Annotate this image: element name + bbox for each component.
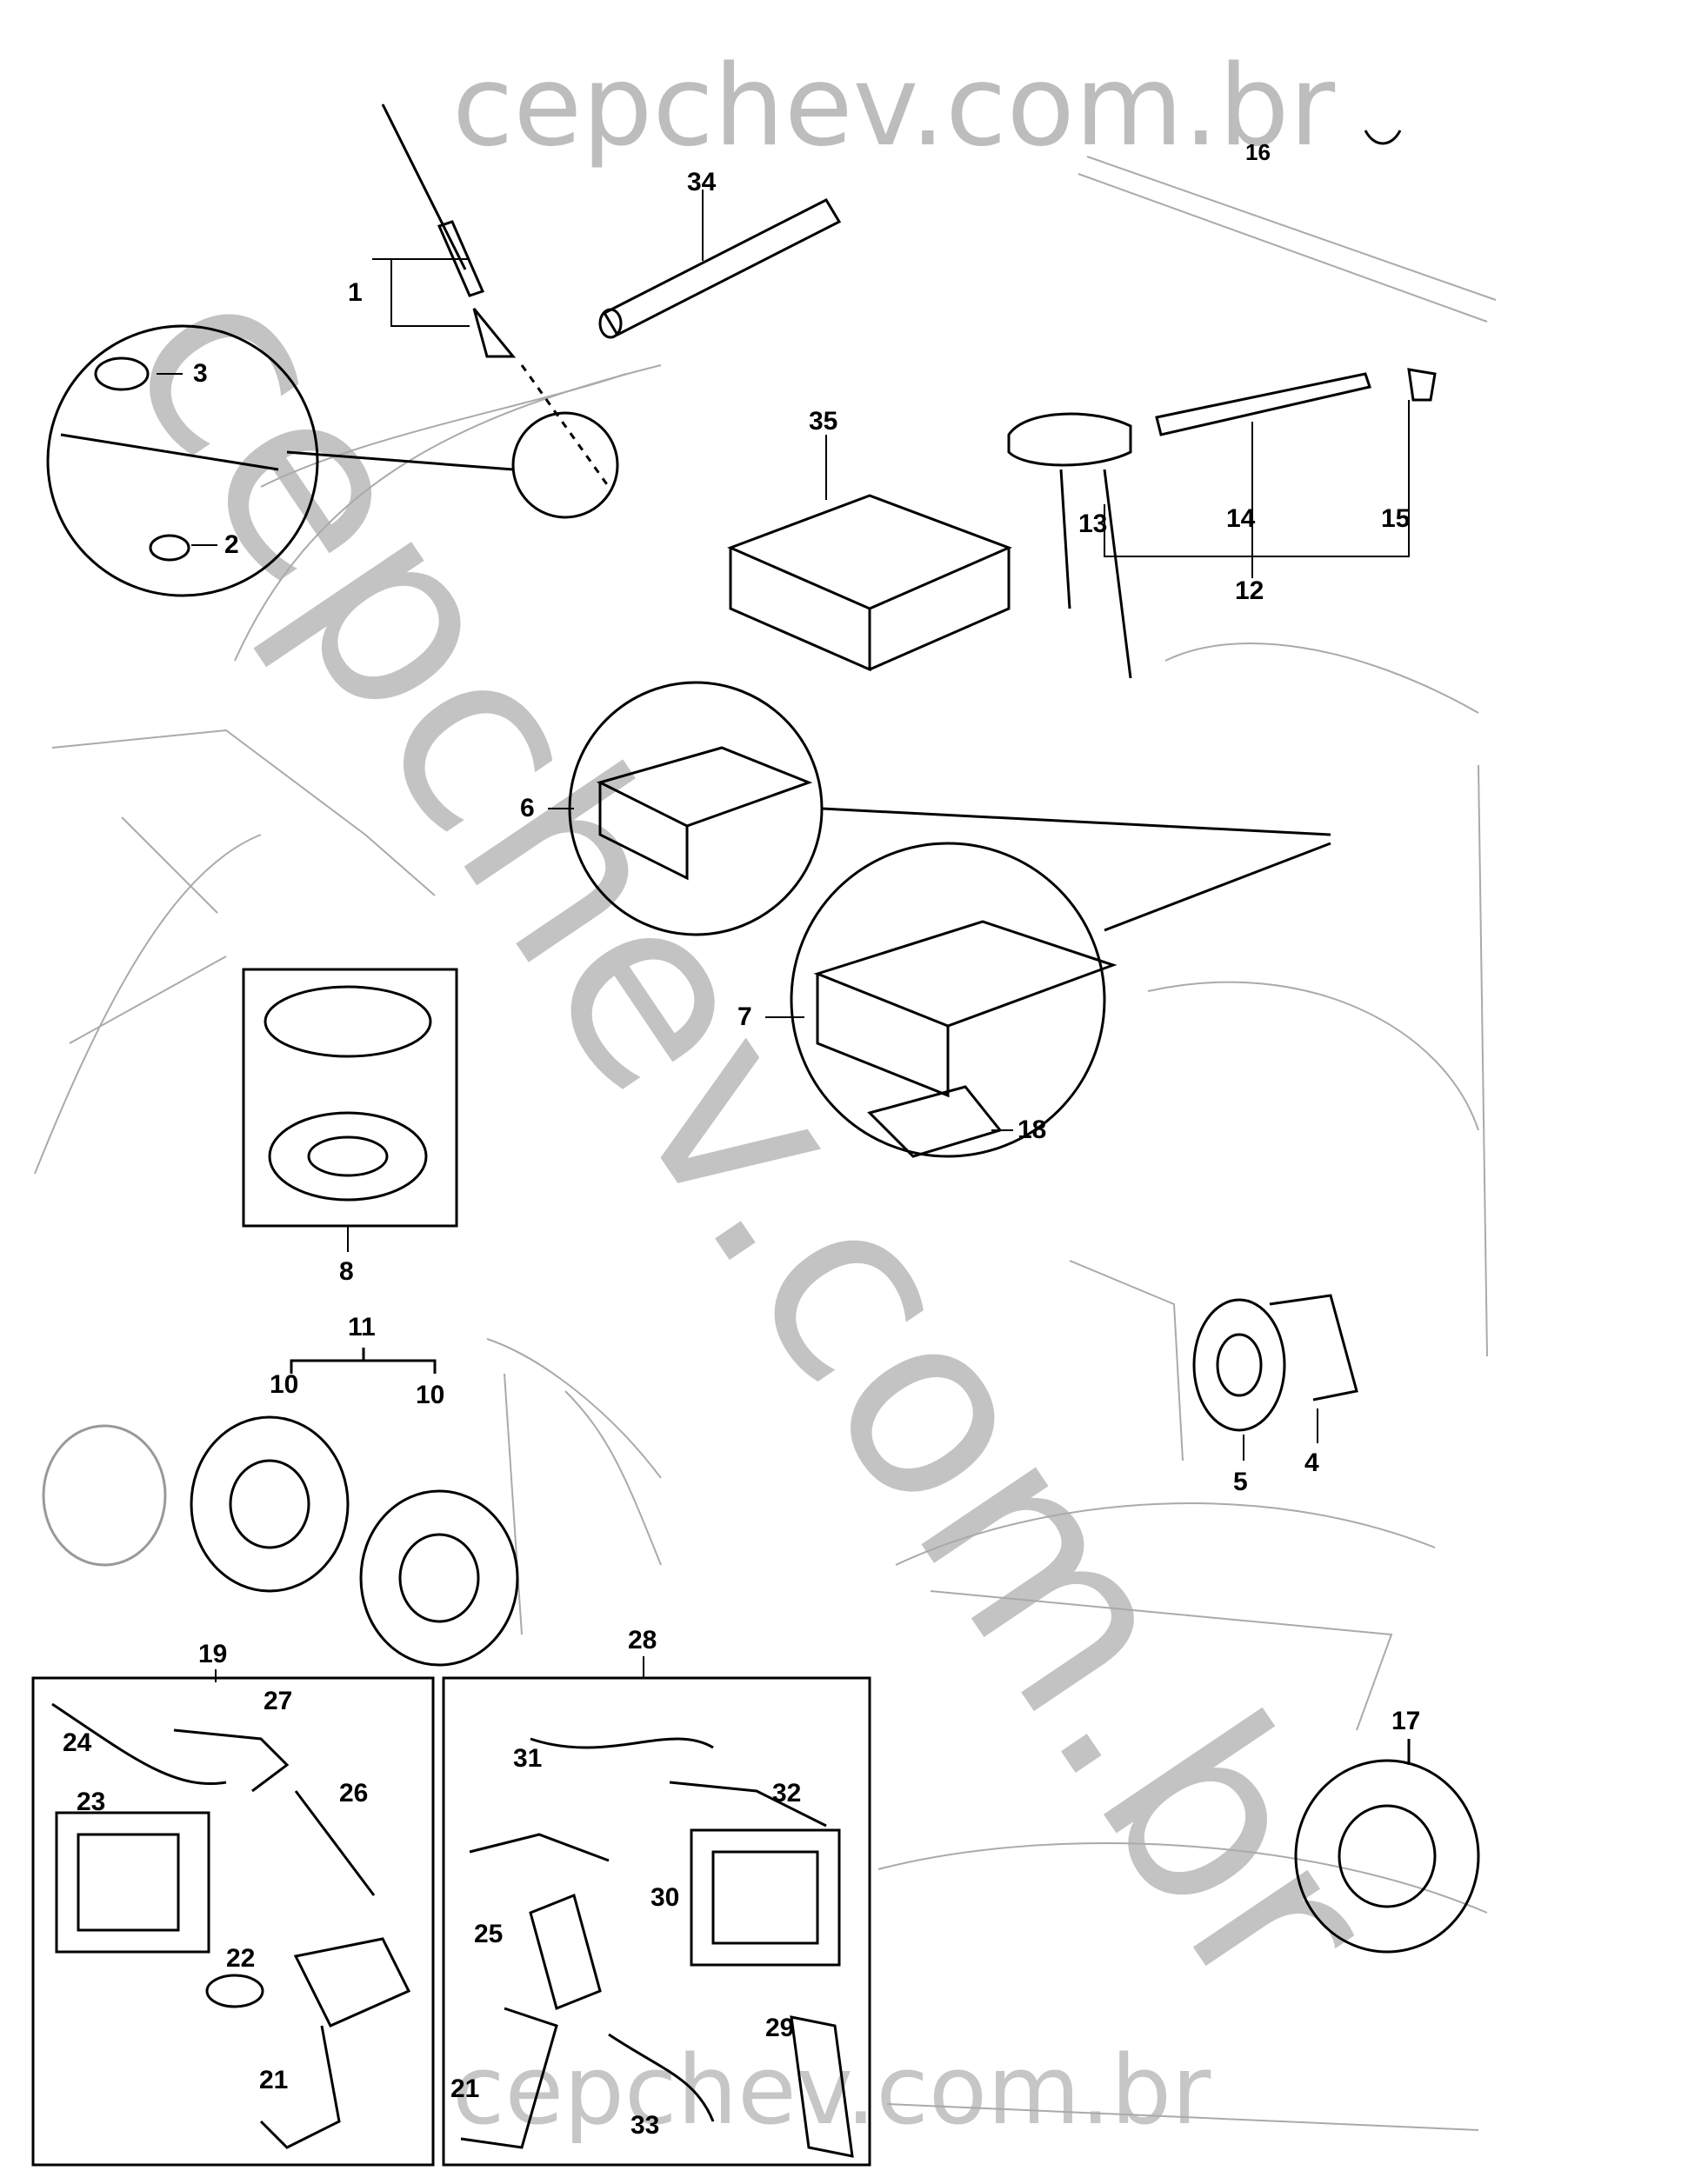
antenna-detail-circle — [46, 324, 619, 597]
watermark-bottom: cepchev.com.br — [452, 2034, 1211, 2146]
callout-28: 28 — [628, 1626, 657, 1655]
callout-18: 18 — [1017, 1115, 1047, 1144]
callout-6: 6 — [520, 794, 535, 822]
callout-22: 22 — [226, 1944, 256, 1973]
door-speaker — [1192, 1294, 1358, 1432]
speaker-pair — [42, 1348, 519, 1667]
speaker-detail-box — [242, 968, 458, 1228]
callout-31: 31 — [513, 1744, 543, 1773]
callout-17: 17 — [1391, 1707, 1421, 1735]
car-body-sketch-top — [234, 156, 1497, 1357]
callout-32: 32 — [772, 1779, 802, 1808]
callout-23: 23 — [77, 1788, 106, 1816]
callout-25: 25 — [474, 1920, 504, 1948]
callout-7: 7 — [737, 1002, 752, 1031]
callout-21-left: 21 — [259, 2066, 289, 2094]
car-body-sketch-mid — [486, 1338, 662, 1635]
callout-8: 8 — [339, 1257, 354, 1286]
callout-19: 19 — [198, 1640, 228, 1668]
radio-mounting-cage — [727, 494, 1012, 672]
callout-35: 35 — [809, 407, 838, 436]
callout-10-left: 10 — [270, 1370, 299, 1399]
callout-12: 12 — [1235, 576, 1264, 605]
callout-16: 16 — [1245, 139, 1271, 165]
antenna-tube — [598, 198, 842, 339]
callout-34: 34 — [687, 168, 717, 196]
callout-4: 4 — [1304, 1448, 1319, 1477]
callout-26: 26 — [339, 1779, 369, 1808]
car-body-sketch-right — [877, 981, 1488, 2131]
callout-13: 13 — [1078, 509, 1108, 538]
roof-antenna-assembly — [1007, 130, 1437, 679]
callout-1: 1 — [348, 278, 363, 307]
callout-14: 14 — [1226, 504, 1256, 533]
callout-10-right: 10 — [416, 1381, 445, 1409]
callout-30: 30 — [651, 1883, 680, 1912]
callout-5: 5 — [1233, 1468, 1248, 1496]
callout-2: 2 — [224, 530, 239, 559]
callout-24: 24 — [63, 1728, 92, 1757]
callout-21-right: 21 — [450, 2074, 480, 2103]
leader-lines — [157, 190, 1410, 1682]
callout-29: 29 — [765, 2014, 795, 2042]
callout-3: 3 — [193, 359, 208, 388]
navigation-kit-box-19 — [31, 1676, 435, 2167]
callout-27: 27 — [264, 1687, 293, 1715]
navigation-kit-box-28 — [442, 1676, 871, 2167]
callout-11: 11 — [348, 1313, 376, 1342]
callout-15: 15 — [1381, 504, 1411, 533]
radio-unit-detail — [568, 681, 1331, 1158]
antenna-mast — [381, 103, 610, 488]
watermark-top: cepchev.com.br — [452, 42, 1336, 171]
callout-33: 33 — [630, 2111, 660, 2140]
car-body-sketch-left — [34, 729, 436, 1175]
rear-shelf-speaker — [1294, 1739, 1480, 1954]
